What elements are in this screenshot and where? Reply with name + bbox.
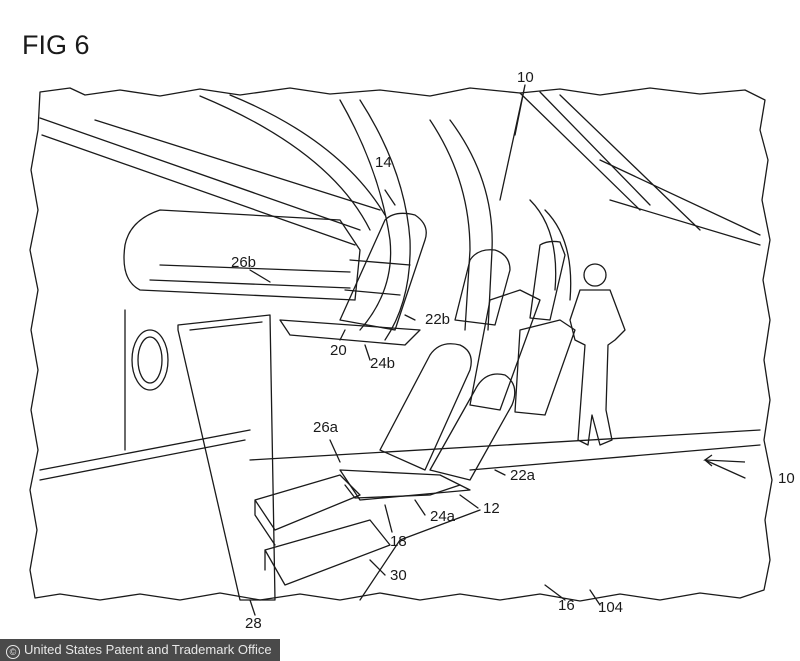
- leader-10-top: [499, 84, 526, 201]
- upper-seat-lines: [344, 259, 411, 296]
- ref-26b: 26b: [231, 254, 256, 271]
- ref-18: 18: [390, 533, 407, 550]
- leader-16: [544, 584, 566, 601]
- upper-seat-back: [339, 212, 427, 331]
- ref-28: 28: [245, 615, 262, 632]
- ref-22b: 22b: [425, 311, 450, 328]
- ref-30: 30: [390, 567, 407, 584]
- person-body: [569, 289, 626, 446]
- arrow-10-right: [703, 454, 746, 467]
- leader-10-right: [704, 459, 746, 479]
- leader-24b: [364, 344, 371, 361]
- figure-title: FIG 6: [22, 30, 90, 60]
- ref-26a: 26a: [313, 419, 339, 436]
- ref-12: 12: [483, 500, 500, 517]
- lower-seat-rear: [469, 289, 541, 411]
- person-head: [583, 263, 607, 287]
- leader-22a: [494, 469, 506, 476]
- credit-bar: © United States Patent and Trademark Offi…: [0, 639, 280, 661]
- leader-22b: [404, 314, 416, 321]
- overhead-bin-inner: [149, 264, 351, 289]
- ref-16: 16: [558, 597, 575, 614]
- lower-seat-back-2: [429, 373, 516, 481]
- lower-seat-back-1: [379, 343, 472, 471]
- lower-seat-pan: [339, 469, 471, 501]
- leader-12: [459, 494, 479, 509]
- shelf-lower: [264, 519, 391, 586]
- leader-28: [249, 599, 256, 616]
- leader-14: [384, 189, 396, 206]
- copyright-icon: ©: [6, 645, 20, 659]
- lower-seat-rear-2: [514, 319, 576, 416]
- upper-seat-2: [454, 249, 511, 326]
- leader-20: [339, 329, 346, 341]
- ref-20: 20: [330, 342, 347, 359]
- leader-104: [589, 589, 601, 606]
- ref-24b: 24b: [370, 355, 395, 372]
- leader-26b: [249, 269, 271, 283]
- frame-10b: [429, 119, 493, 331]
- ref-10-right: 10: [778, 470, 795, 487]
- ceiling-arch: [199, 94, 386, 231]
- frame-10: [339, 99, 411, 341]
- leader-26a: [329, 439, 341, 463]
- frame-10c: [529, 199, 572, 301]
- credit-text: United States Patent and Trademark Offic…: [24, 642, 272, 657]
- window: [131, 329, 169, 391]
- leader-18: [384, 504, 393, 533]
- ceiling-right: [519, 91, 761, 246]
- ceiling-beam: [39, 117, 381, 246]
- window-inner: [137, 336, 163, 384]
- front-partition: [177, 314, 276, 601]
- torn-frame: [29, 87, 773, 602]
- leader-24a: [414, 499, 426, 516]
- lower-seat-base: [344, 484, 461, 499]
- upper-seat-3: [529, 240, 566, 321]
- ref-14: 14: [375, 154, 392, 171]
- ref-104: 104: [598, 599, 623, 616]
- floor-line: [249, 429, 761, 471]
- shelf-upper: [254, 474, 361, 546]
- ref-10-top: 10: [517, 69, 534, 86]
- ref-22a: 22a: [510, 467, 536, 484]
- ref-24a: 24a: [430, 508, 456, 525]
- floor-front: [359, 509, 481, 601]
- overhead-bin: [123, 209, 361, 301]
- leader-30: [369, 559, 386, 576]
- side-wall: [39, 309, 251, 481]
- upper-seat-pan: [279, 319, 421, 346]
